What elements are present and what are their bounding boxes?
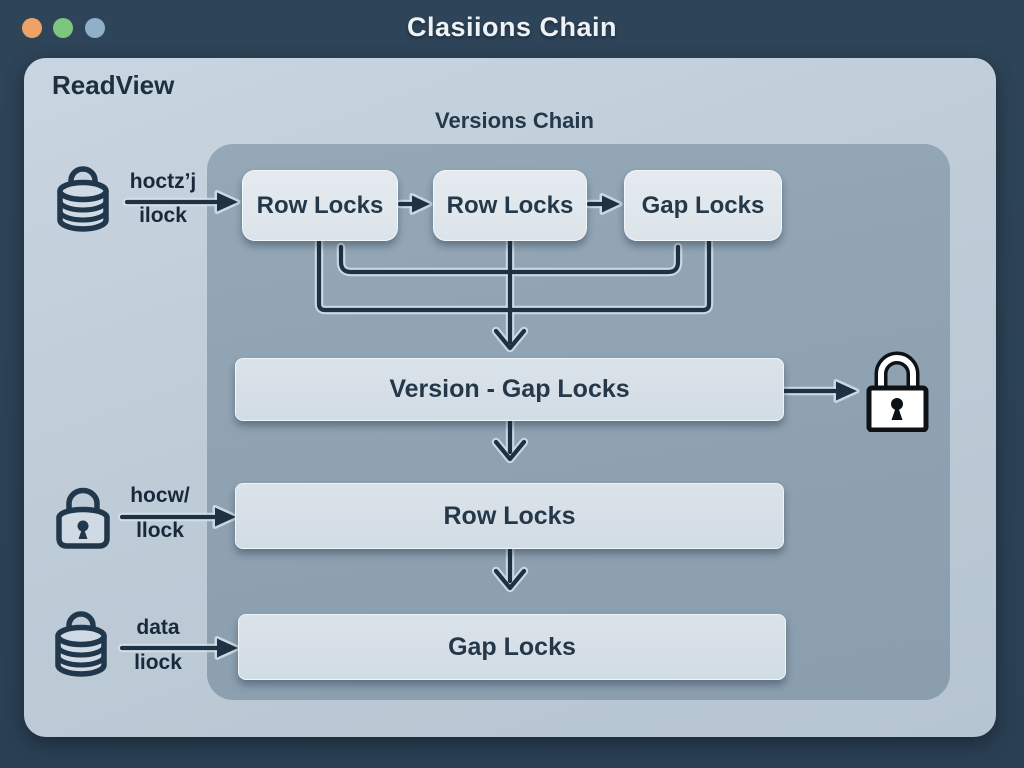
chain-box-gap-locks: Gap Locks <box>624 170 782 241</box>
chain-box-label: Gap Locks <box>641 191 765 219</box>
annotation-line1: data <box>136 616 180 639</box>
window-minimize-button[interactable] <box>53 18 73 38</box>
flow-box-label: Gap Locks <box>448 632 576 661</box>
version-gap-locks-box: Version - Gap Locks <box>235 358 784 421</box>
chain-box-label: Row Locks <box>256 191 384 219</box>
flow-box-label: Version - Gap Locks <box>389 375 630 403</box>
annotation-line1: hoctzʼj <box>129 170 197 193</box>
chain-box-label: Row Locks <box>446 191 574 219</box>
window-expand-button[interactable] <box>85 18 105 38</box>
padlock-icon <box>866 351 929 432</box>
database-lock-icon <box>55 611 107 677</box>
annotation-line2: llock <box>136 519 184 542</box>
flow-box-label: Row Locks <box>443 501 576 530</box>
annotation-line2: ilock <box>139 204 187 227</box>
padlock-icon <box>56 487 110 549</box>
gap-locks-box: Gap Locks <box>238 614 786 680</box>
annotation-line1: hocw/ <box>130 484 190 507</box>
chain-box-row-locks-1: Row Locks <box>242 170 398 241</box>
chain-title: Versions Chain <box>435 108 594 133</box>
annotation-line2: liock <box>134 651 182 674</box>
window-titlebar: Clasiions Chain <box>0 0 1024 58</box>
database-lock-icon <box>57 166 109 232</box>
window-title: Clasiions Chain <box>406 12 618 42</box>
row-locks-box: Row Locks <box>235 483 784 549</box>
panel-heading: ReadView <box>52 70 175 100</box>
window-close-button[interactable] <box>22 18 42 38</box>
chain-box-row-locks-2: Row Locks <box>433 170 587 241</box>
